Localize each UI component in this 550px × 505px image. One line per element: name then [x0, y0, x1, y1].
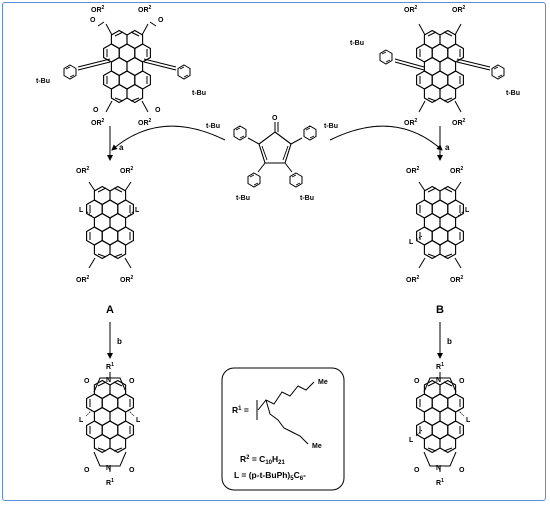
reaction-arrow-a-left [111, 125, 226, 151]
methyl-label: Me [318, 379, 328, 386]
tbu-label: t-Bu [506, 90, 520, 97]
or2-label: OR2 [450, 166, 464, 175]
compound-a-label: A [106, 304, 114, 316]
or2-label: OR2 [406, 166, 420, 175]
l-label: L [466, 417, 471, 424]
step-a-label: a [445, 143, 450, 152]
or2-label: OR2 [120, 275, 134, 284]
methyl-label: Me [312, 443, 322, 450]
tbu-label: t-Bu [300, 195, 314, 202]
l-label: L [136, 417, 141, 424]
nitrogen-label: N [106, 465, 111, 472]
l-label: L [79, 207, 84, 214]
compound-b-molecule [415, 181, 465, 269]
oxygen-label: O [155, 107, 161, 114]
or2-label: OR2 [76, 275, 90, 284]
oxygen-label: O [414, 467, 420, 474]
tbu-label: t-Bu [236, 195, 250, 202]
or2-label: OR2 [404, 118, 418, 127]
or2-label: OR2 [452, 5, 466, 14]
step-a-label: a [119, 143, 124, 152]
oxygen-label: O [93, 107, 99, 114]
or2-label: OR2 [138, 118, 152, 127]
nitrogen-label: N [106, 377, 111, 384]
l-label: L [79, 417, 84, 424]
r1-label: R1 [436, 362, 444, 371]
top-right-molecule [379, 23, 505, 113]
oxygen-label: O [90, 17, 96, 24]
compound-a-molecule [85, 181, 135, 269]
l-label: L [465, 207, 470, 214]
oxygen-label: O [459, 467, 465, 474]
oxygen-label: O [129, 467, 135, 474]
oxygen-label: O [84, 378, 90, 385]
oxygen-label: O [84, 467, 90, 474]
bisimide-left-molecule [85, 372, 135, 472]
or2-label: OR2 [91, 5, 105, 14]
legend-l: L = (p-t-BuPh)5C6- [234, 470, 306, 482]
r1-label: R1 [436, 478, 444, 487]
oxygen-label: O [129, 378, 135, 385]
or2-label: OR2 [452, 118, 466, 127]
nitrogen-label: N [436, 377, 441, 384]
tbu-label: t-Bu [192, 90, 206, 97]
or2-label: OR2 [120, 166, 134, 175]
tetracyclone-molecule [233, 122, 317, 188]
l-label: L [409, 239, 414, 246]
tbu-label: t-Bu [350, 40, 364, 47]
or2-label: OR2 [406, 275, 420, 284]
tbu-label: t-Bu [36, 78, 50, 85]
reaction-arrow-a-right [329, 125, 443, 151]
r1-label: R1 [106, 478, 114, 487]
r1-label: R1 [106, 362, 114, 371]
or2-label: OR2 [450, 275, 464, 284]
or2-label: OR2 [138, 5, 152, 14]
or2-label: OR2 [404, 5, 418, 14]
tbu-label: t-Bu [324, 123, 338, 130]
l-label: L [409, 437, 414, 444]
legend-box [221, 367, 345, 491]
oxygen-label: O [272, 115, 278, 122]
oxygen-label: O [414, 378, 420, 385]
or2-label: OR2 [91, 118, 105, 127]
legend-r2: R2 = C10H21 [240, 454, 285, 466]
or2-label: OR2 [76, 166, 90, 175]
tbu-label: t-Bu [206, 123, 220, 130]
l-label: L [135, 207, 140, 214]
figure-frame [2, 2, 546, 501]
step-b-label: b [447, 337, 452, 346]
compound-b-label: B [436, 304, 444, 316]
branched-alkyl-skeleton [256, 381, 315, 445]
nitrogen-label: N [436, 465, 441, 472]
step-b-label: b [117, 337, 122, 346]
bisimide-right-molecule [415, 372, 465, 472]
oxygen-label: O [158, 17, 164, 24]
oxygen-label: O [459, 378, 465, 385]
legend-r1: R1 = [232, 405, 249, 415]
top-left-molecule [63, 21, 191, 113]
